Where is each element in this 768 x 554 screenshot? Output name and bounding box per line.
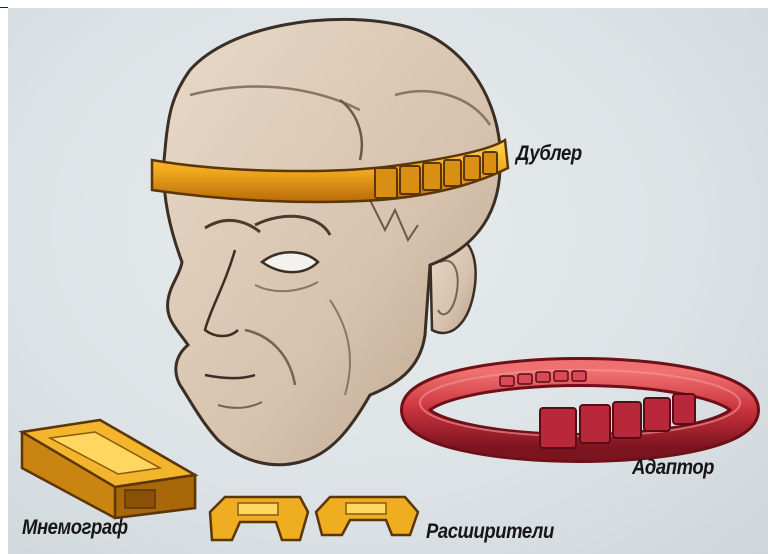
label-expanders: Расширители (426, 520, 554, 544)
mnemograph-block (22, 420, 195, 518)
expander-right (316, 497, 418, 535)
expander-left (210, 497, 308, 540)
label-dubler: Дублер (516, 142, 582, 166)
label-mnemograph: Мнемограф (22, 516, 128, 540)
adaptor-ring (415, 370, 745, 448)
label-adaptor: Адаптор (632, 456, 714, 480)
